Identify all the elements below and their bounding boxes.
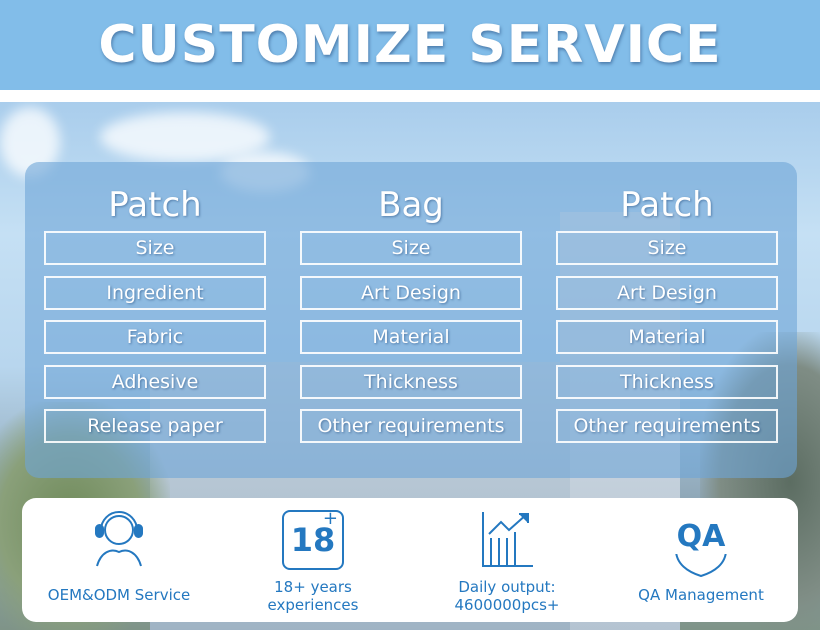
option-size: Size [300, 231, 522, 265]
eighteen-plus-badge-icon: 18 + [282, 508, 344, 570]
feature-label: QA Management [638, 586, 764, 604]
feature-label-line2: experiences [267, 596, 359, 614]
option-thickness: Thickness [300, 364, 522, 399]
feature-daily-output: Daily output: 4600000pcs+ [410, 498, 604, 622]
option-thickness: Thickness [556, 364, 778, 399]
column-bag: Bag Size Art Design Material Thickness O… [300, 185, 522, 454]
option-size: Size [556, 231, 778, 265]
option-other-requirements: Other requirements [556, 409, 778, 443]
column-title: Patch [620, 185, 714, 225]
feature-label-line1: 18+ years [274, 578, 352, 596]
option-fabric: Fabric [44, 320, 266, 354]
option-size: Size [44, 231, 266, 265]
qa-shield-icon: QA [672, 512, 730, 578]
option-release-paper: Release paper [44, 409, 266, 443]
option-art-design: Art Design [556, 275, 778, 310]
growth-chart-icon [482, 512, 533, 567]
option-material: Material [300, 320, 522, 354]
column-patch-1: Patch Size Ingredient Fabric Adhesive Re… [44, 185, 266, 454]
option-other-requirements: Other requirements [300, 409, 522, 443]
feature-label-line1: Daily output: [458, 578, 556, 596]
column-title: Patch [108, 185, 202, 225]
column-patch-2: Patch Size Art Design Material Thickness… [556, 185, 778, 454]
headset-person-icon [95, 511, 143, 567]
feature-oem-odm: OEM&ODM Service [22, 498, 216, 622]
option-adhesive: Adhesive [44, 364, 266, 399]
column-title: Bag [378, 185, 444, 225]
title-banner: CUSTOMIZE SERVICE [0, 0, 820, 90]
option-ingredient: Ingredient [44, 275, 266, 310]
page-title: CUSTOMIZE SERVICE [98, 15, 722, 75]
feature-label: OEM&ODM Service [47, 586, 191, 604]
features-bar: OEM&ODM Service 18 + 18+ years experienc… [22, 498, 798, 622]
feature-label-line2: 4600000pcs+ [454, 596, 560, 614]
feature-experience: 18 + 18+ years experiences [216, 498, 410, 622]
option-material: Material [556, 320, 778, 354]
option-art-design: Art Design [300, 275, 522, 310]
feature-qa: QA QA Management [604, 498, 798, 622]
